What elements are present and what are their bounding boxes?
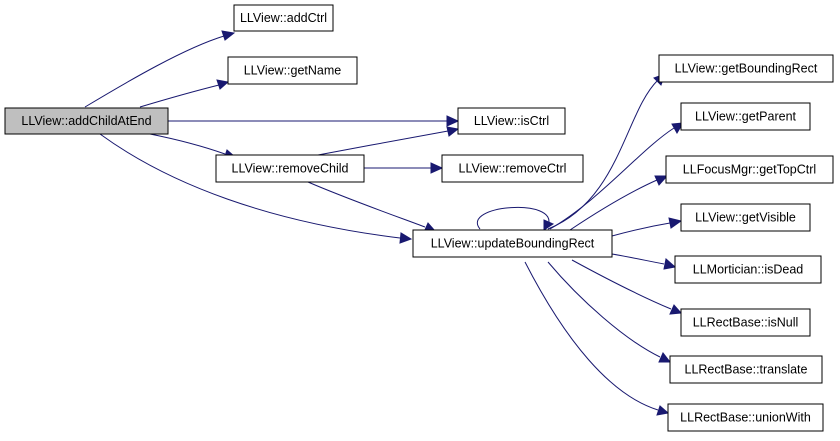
edge-addChildAtEnd-addCtrl (84, 30, 236, 108)
node-getTopCtrl[interactable]: LLFocusMgr::getTopCtrl (665, 155, 834, 184)
node-label: LLView::getBoundingRect (675, 62, 818, 76)
edge-addChildAtEnd-isCtrl (168, 115, 460, 127)
node-getName[interactable]: LLView::getName (227, 56, 358, 85)
node-getParent[interactable]: LLView::getParent (680, 102, 811, 131)
node-label: LLView::getVisible (695, 211, 796, 225)
node-label: LLRectBase::isNull (693, 316, 799, 330)
edge-addChildAtEnd-getName (139, 79, 230, 108)
node-translate[interactable]: LLRectBase::translate (669, 355, 823, 384)
node-isDead[interactable]: LLMortician::isDead (674, 255, 822, 284)
edge-updateBoundingRect-getVisible (611, 217, 683, 237)
edge-updateBoundingRect-getTopCtrl (569, 175, 669, 231)
edge-removeChild-isCtrl (317, 126, 460, 156)
node-label: LLView::addCtrl (240, 11, 327, 25)
node-label: LLRectBase::unionWith (680, 411, 811, 425)
node-isCtrl[interactable]: LLView::isCtrl (457, 107, 566, 135)
node-label: LLView::removeCtrl (459, 162, 567, 176)
edge-updateBoundingRect-isNull (571, 259, 683, 315)
edge-updateBoundingRect-getBoundingRect (547, 73, 666, 230)
node-isNull[interactable]: LLRectBase::isNull (680, 308, 811, 337)
node-label: LLView::updateBoundingRect (431, 237, 595, 251)
node-label: LLView::addChildAtEnd (21, 114, 151, 128)
edge-updateBoundingRect-translate (547, 261, 672, 363)
node-removeChild[interactable]: LLView::removeChild (215, 154, 365, 183)
edge-updateBoundingRect-self (476, 206, 555, 231)
node-getBoundingRect[interactable]: LLView::getBoundingRect (658, 54, 834, 83)
node-label: LLView::getName (244, 64, 342, 78)
edge-updateBoundingRect-unionWith (524, 261, 670, 416)
edge-updateBoundingRect-isDead (611, 253, 677, 270)
node-removeCtrl[interactable]: LLView::removeCtrl (441, 154, 584, 183)
node-unionWith[interactable]: LLRectBase::unionWith (667, 403, 824, 432)
node-addChildAtEnd[interactable]: LLView::addChildAtEnd (4, 107, 169, 135)
edge-removeChild-removeCtrl (364, 162, 444, 174)
node-label: LLRectBase::translate (685, 363, 808, 377)
node-label: LLView::removeChild (232, 162, 349, 176)
node-updateBoundingRect[interactable]: LLView::updateBoundingRect (412, 229, 613, 258)
edge-updateBoundingRect-getParent (549, 122, 684, 230)
edge-addChildAtEnd-updateBoundingRect (99, 133, 413, 244)
node-label: LLFocusMgr::getTopCtrl (683, 163, 816, 177)
node-label: LLMortician::isDead (693, 263, 804, 277)
node-getVisible[interactable]: LLView::getVisible (680, 203, 811, 232)
node-label: LLView::getParent (695, 110, 797, 124)
node-label: LLView::isCtrl (474, 114, 549, 128)
node-addCtrl[interactable]: LLView::addCtrl (233, 4, 334, 32)
edge-removeChild-updateBoundingRect (307, 181, 437, 233)
